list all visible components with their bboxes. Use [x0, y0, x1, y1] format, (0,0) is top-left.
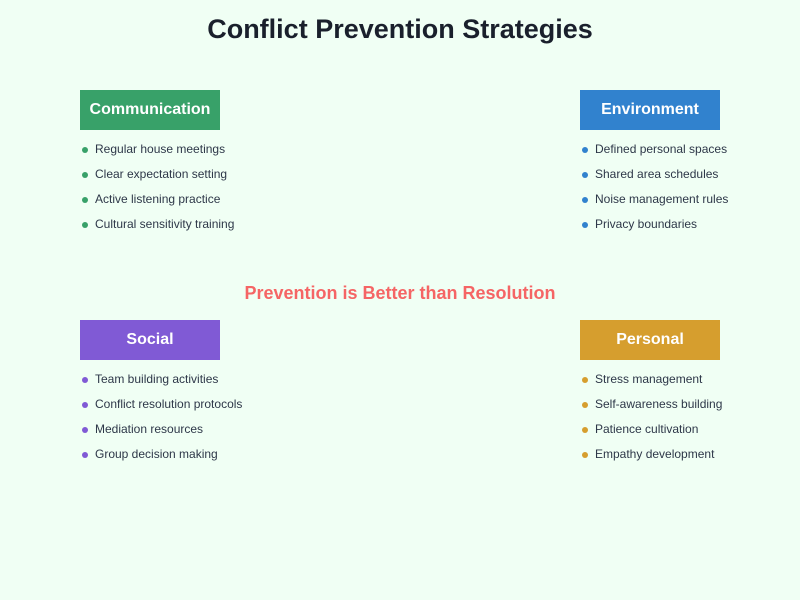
item-label: Shared area schedules [595, 166, 719, 181]
bullet-icon [582, 171, 588, 178]
quadrant-header-personal: Personal [580, 320, 720, 360]
list-item: Conflict resolution protocols [80, 391, 280, 416]
bullet-icon [582, 426, 588, 433]
item-label: Mediation resources [95, 421, 204, 436]
quadrant-header-social: Social [80, 320, 220, 360]
item-label: Regular house meetings [95, 141, 226, 156]
quadrant-personal: Personal Stress management Self-awarenes… [580, 320, 780, 466]
strategy-list: Team building activities Conflict resolu… [80, 366, 280, 466]
bullet-icon [582, 196, 588, 203]
quadrant-header-environment: Environment [580, 90, 720, 130]
strategy-list: Stress management Self-awareness buildin… [580, 366, 780, 466]
bullet-icon [582, 221, 588, 228]
item-label: Conflict resolution protocols [95, 396, 243, 411]
bullet-icon [582, 146, 588, 153]
list-item: Defined personal spaces [580, 136, 780, 161]
bullet-icon [82, 221, 88, 228]
bullet-icon [82, 426, 88, 433]
quadrant-social: Social Team building activities Conflict… [80, 320, 280, 466]
bullet-icon [82, 171, 88, 178]
page-title: Conflict Prevention Strategies [207, 14, 593, 44]
subtitle: Prevention is Better than Resolution [244, 283, 556, 303]
bullet-icon [82, 401, 88, 408]
list-item: Active listening practice [80, 186, 280, 211]
bullet-icon [82, 451, 88, 458]
item-label: Active listening practice [95, 191, 221, 206]
list-item: Patience cultivation [580, 416, 780, 441]
list-item: Regular house meetings [80, 136, 280, 161]
bullet-icon [582, 451, 588, 458]
bullet-icon [82, 196, 88, 203]
strategy-list: Regular house meetings Clear expectation… [80, 136, 280, 236]
quadrant-environment: Environment Defined personal spaces Shar… [580, 90, 780, 236]
bullet-icon [582, 376, 588, 383]
item-label: Stress management [595, 371, 703, 386]
item-label: Defined personal spaces [595, 141, 728, 156]
list-item: Cultural sensitivity training [80, 211, 280, 236]
item-label: Empathy development [595, 446, 715, 461]
list-item: Privacy boundaries [580, 211, 780, 236]
list-item: Self-awareness building [580, 391, 780, 416]
strategy-list: Defined personal spaces Shared area sche… [580, 136, 780, 236]
bullet-icon [82, 376, 88, 383]
item-label: Group decision making [95, 446, 218, 461]
list-item: Stress management [580, 366, 780, 391]
bullet-icon [582, 401, 588, 408]
list-item: Shared area schedules [580, 161, 780, 186]
item-label: Noise management rules [595, 191, 729, 206]
quadrant-header-communication: Communication [80, 90, 220, 130]
item-label: Self-awareness building [595, 396, 723, 411]
item-label: Cultural sensitivity training [95, 216, 235, 231]
bullet-icon [82, 146, 88, 153]
list-item: Noise management rules [580, 186, 780, 211]
list-item: Empathy development [580, 441, 780, 466]
item-label: Team building activities [95, 371, 219, 386]
quadrant-communication: Communication Regular house meetings Cle… [80, 90, 280, 236]
item-label: Privacy boundaries [595, 216, 698, 231]
item-label: Patience cultivation [595, 421, 699, 436]
list-item: Clear expectation setting [80, 161, 280, 186]
list-item: Group decision making [80, 441, 280, 466]
item-label: Clear expectation setting [95, 166, 228, 181]
list-item: Mediation resources [80, 416, 280, 441]
list-item: Team building activities [80, 366, 280, 391]
